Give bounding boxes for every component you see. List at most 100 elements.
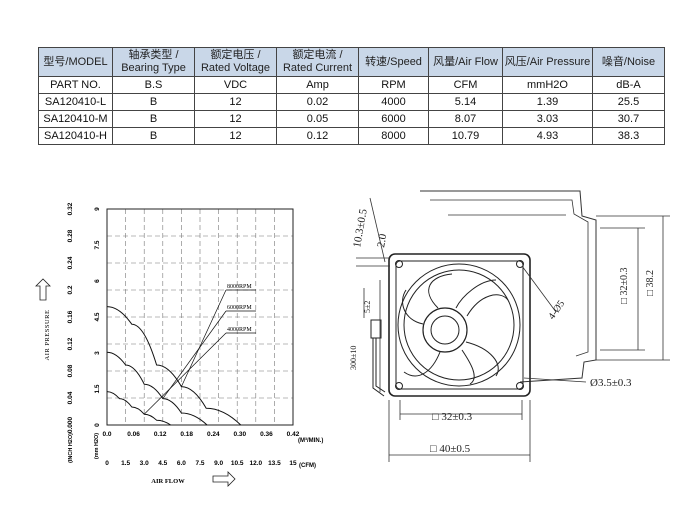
y-tick-label-mm: 9 [94,207,101,211]
x-tick-label-cfm: 3.0 [140,460,149,467]
x-unit-m3: (M³/MIN.) [298,437,323,444]
x-axis-title: AIR FLOW [151,478,185,485]
x-tick-label-cfm: 9.0 [214,460,223,467]
series-label: 8000RPM [227,284,252,290]
header-zh: 额定电压 / [210,49,261,61]
chart-axes [106,208,294,426]
table-cell: 8000 [358,127,429,145]
x-tick-label-m3: 0.0 [102,431,111,438]
x-tick-label-cfm: 0 [105,460,109,467]
dim-hole-pitch-h: □ 32±0.3 [432,411,473,423]
dim-shaft-dia: Ø3.5±0.3 [590,377,632,389]
header-cell-1: 轴承类型 /Bearing Type [112,47,195,77]
header-en: Rated Voltage [200,62,271,74]
series-label: 4000RPM [227,327,252,333]
dim-thickness: 10.3±0.5 [351,208,370,249]
table-cell: 0.12 [276,127,359,145]
series-line-6000RPM [106,351,208,426]
fan-side-view [420,190,597,383]
x-tick-label-m3: 0.18 [180,431,193,438]
dim-hole-pitch-v: □ 32±0.3 [619,267,630,304]
dim-lead-length: 300±10 [349,346,358,370]
dim-offset: 5±2 [363,301,372,313]
series-leader [181,289,227,387]
dim-outer-height: □ 38.2 [645,270,656,296]
y-tick-label-inch: 0.2 [67,285,74,294]
header-cell-5: 风量/Air Flow [428,47,503,77]
y-tick-label-inch: 0.04 [67,391,74,404]
y-tick-label-mm: 0 [94,423,101,427]
y-tick-label-mm: 7.5 [94,240,101,249]
series-line-4000RPM [106,391,172,426]
x-tick-label-m3: 0.06 [127,431,140,438]
x-tick-label-cfm: 15 [289,460,297,467]
unit-cell: mmH2O [502,76,593,94]
header-cell-6: 风压/Air Pressure [502,47,593,77]
table-cell: 5.14 [428,93,503,111]
table-cell: 38.3 [592,127,665,145]
chart-series [106,306,242,426]
y-tick-label-inch: 0.000 [67,416,74,433]
series-line-8000RPM [106,306,242,426]
table-cell: 1.39 [502,93,593,111]
header-cell-4: 转速/Speed [358,47,429,77]
x-tick-label-m3: 0.30 [234,431,247,438]
y-tick-label-mm: 1.5 [94,384,101,393]
header-zh: 额定电流 / [292,49,343,61]
x-tick-label-m3: 0.42 [287,431,300,438]
header-en: /Air Flow [455,55,498,68]
x-tick-label-m3: 0.36 [260,431,273,438]
series-leader [162,310,227,399]
x-tick-label-cfm: 12.0 [249,460,262,467]
y-tick-label-mm: 6 [94,279,101,283]
header-zh: 型号 [43,55,66,68]
header-zh: 轴承类型 / [128,49,179,61]
x-tick-label-cfm: 6.0 [177,460,186,467]
y-tick-label-inch: 0.24 [67,256,74,269]
y-tick-label-inch: 0.28 [67,229,74,242]
x-tick-label-cfm: 13.5 [268,460,281,467]
table-cell: 12 [194,127,277,145]
header-zh: 风量 [433,55,456,68]
dimension-lines [356,197,670,462]
y-tick-label-inch: 0.08 [67,364,74,377]
header-cell-7: 噪音/Noise [592,47,665,77]
y-tick-label-inch: 0.12 [67,337,74,350]
x-tick-label-m3: 0.24 [207,431,220,438]
y-tick-label-mm: 3 [94,351,101,355]
header-en: /MODEL [65,55,108,68]
series-leader [143,332,227,415]
header-en: /Speed [387,55,422,68]
header-en: Rated Current [282,62,353,74]
fan-front-view [370,253,531,397]
table-cell: 10.79 [428,127,503,145]
series-label: 6000RPM [227,305,252,311]
x-tick-label-m3: 0.12 [154,431,167,438]
header-zh: 转速 [365,55,388,68]
x-tick-label-cfm: 10.5 [231,460,244,467]
dim-mount-holes: 4-Ø5 [546,299,567,322]
header-en: /Noise [623,55,656,68]
y-unit-mm: (mm H2O) [94,433,100,459]
chart-grid [107,209,293,425]
header-en: /Air Pressure [526,55,591,68]
header-cell-2: 额定电压 /Rated Voltage [194,47,277,77]
x-tick-label-cfm: 4.5 [158,460,167,467]
dim-frame-width: □ 40±0.5 [430,443,471,455]
chart-labels: 0.0000.040.080.120.160.20.240.280.3201.5… [35,202,323,487]
x-axis-arrow [212,471,236,487]
table-cell: 4.93 [502,127,593,145]
header-en: Bearing Type [121,62,186,74]
header-cell-3: 额定电流 /Rated Current [276,47,359,77]
header-zh: 风压 [504,55,527,68]
x-unit-cfm: (CFM) [299,463,316,469]
header-zh: 噪音 [601,55,624,68]
